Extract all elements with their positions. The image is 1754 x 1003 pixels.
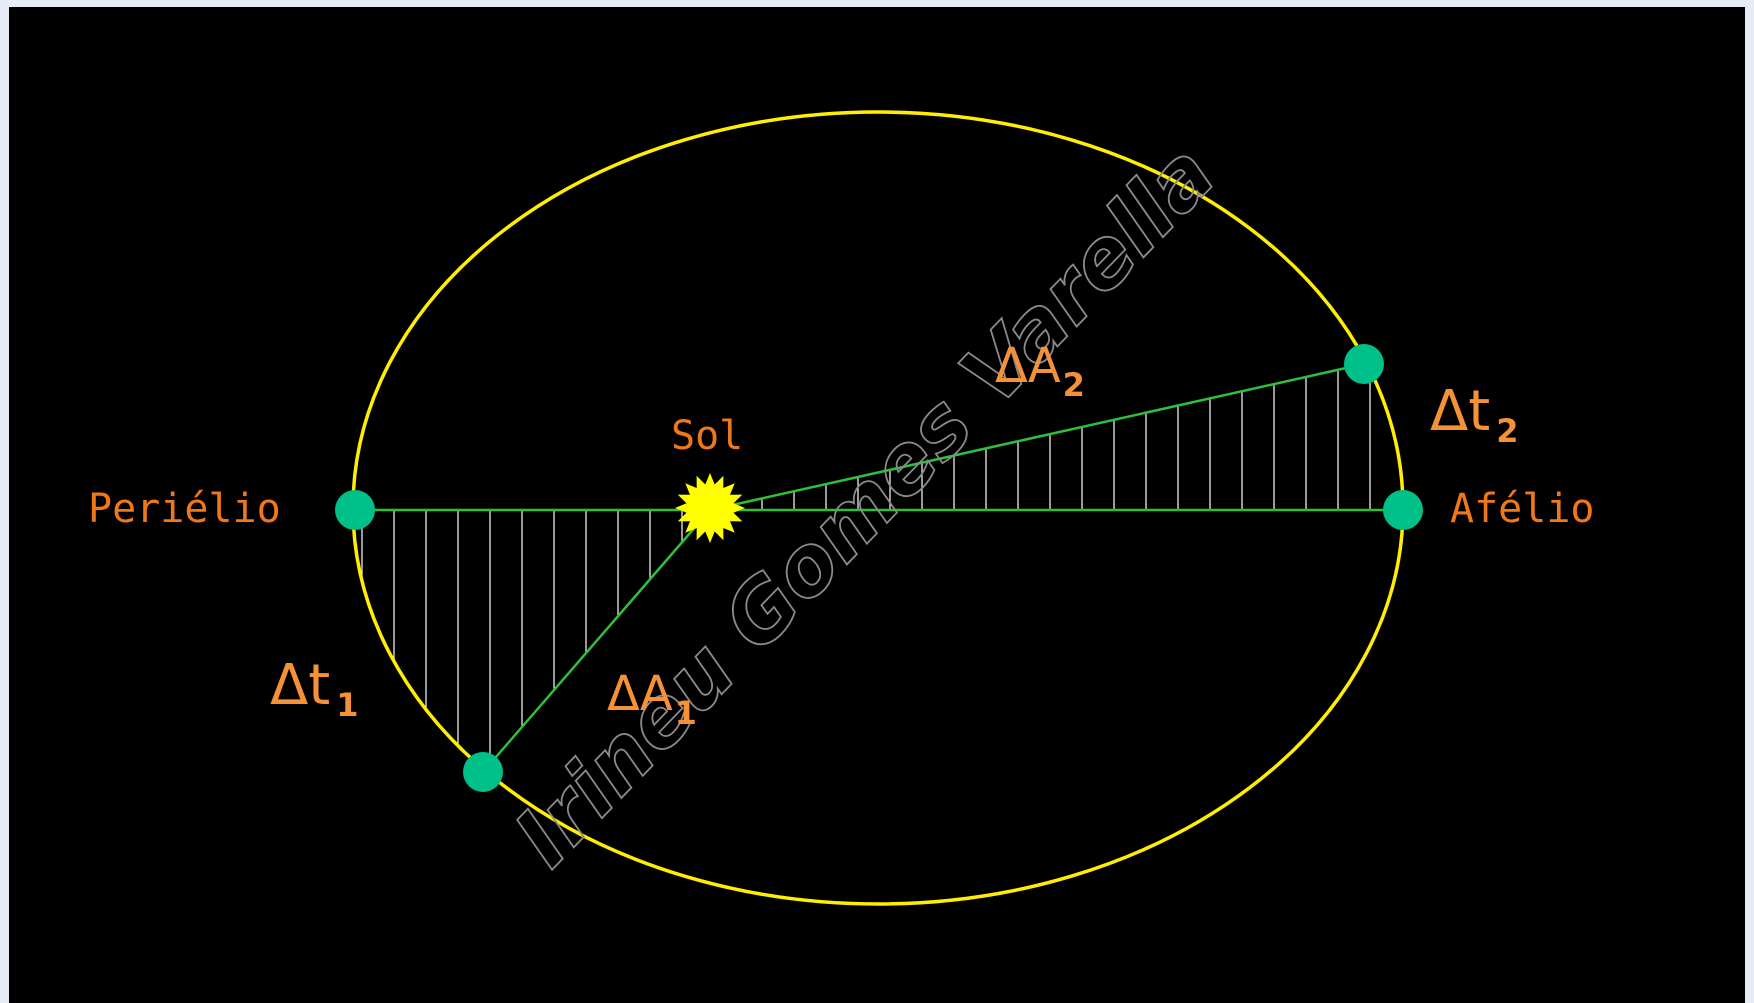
planet-position-1 [463, 752, 503, 792]
delta-a2-label: ΔA2 [995, 338, 1085, 404]
sun-icon [675, 473, 745, 543]
radius-line-1 [482, 509, 711, 773]
radius-line-2 [709, 362, 1365, 512]
aphelion-label: Afélio [1450, 486, 1595, 532]
watermark-text: Irineu Gomes Varella [497, 127, 1234, 885]
delta-a1-label: ΔA1 [607, 666, 697, 732]
planet-perihelion [335, 490, 375, 530]
sun-label: Sol [671, 413, 743, 459]
perihelion-label: Periélio [88, 486, 281, 532]
planet-position-2 [1344, 344, 1384, 384]
planet-aphelion [1383, 490, 1423, 530]
diagram-panel [9, 7, 1745, 1003]
